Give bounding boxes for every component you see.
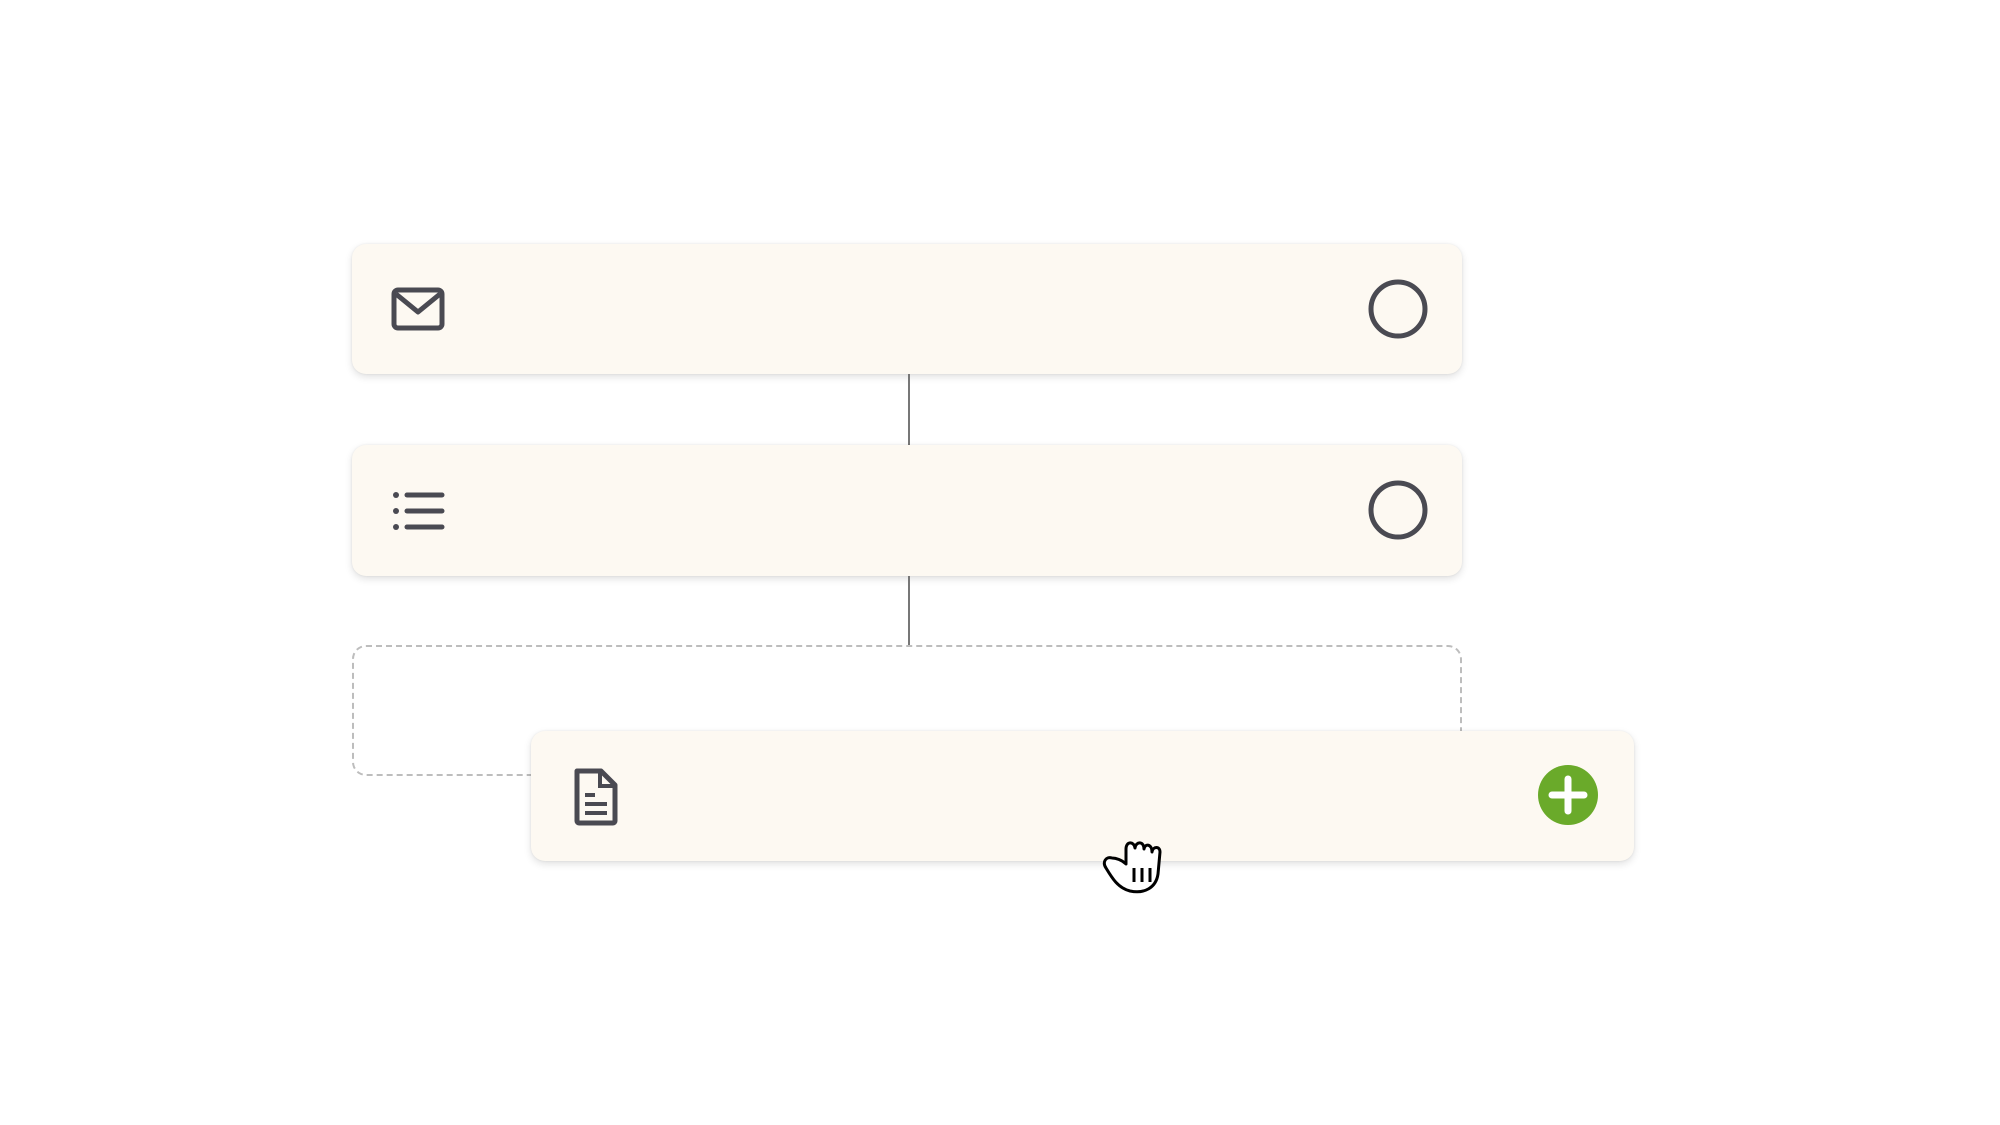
add-icon[interactable]: [1537, 764, 1599, 826]
step-card-list[interactable]: [352, 445, 1462, 576]
connector-line: [908, 576, 910, 645]
document-icon: [574, 768, 618, 826]
status-circle-icon[interactable]: [1367, 479, 1429, 541]
connector-line: [908, 374, 910, 445]
status-circle-icon[interactable]: [1367, 278, 1429, 340]
mail-icon: [391, 287, 445, 331]
grab-hand-cursor-icon: [1102, 841, 1162, 894]
dragged-step-card-document[interactable]: [531, 731, 1634, 861]
step-card-mail[interactable]: [352, 244, 1462, 374]
list-icon: [393, 492, 445, 530]
